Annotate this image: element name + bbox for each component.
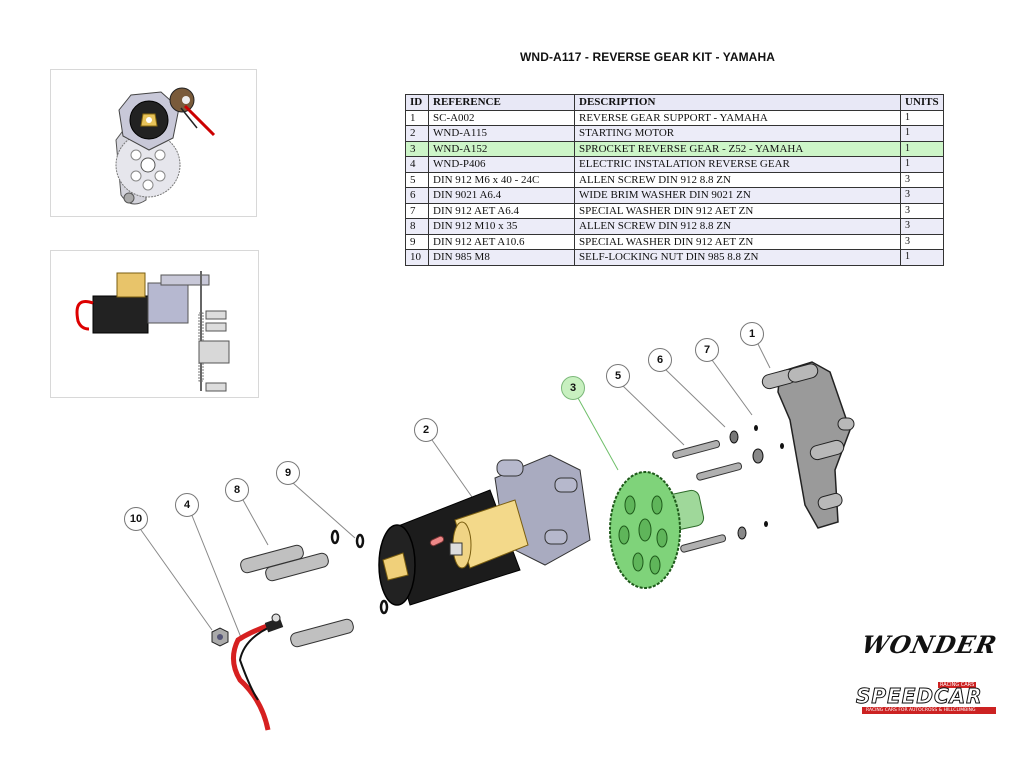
balloon-4: 4 — [175, 493, 199, 517]
cell-description: SELF-LOCKING NUT DIN 985 8.8 ZN — [574, 249, 901, 266]
cell-units: 3 — [900, 187, 944, 204]
balloon-1: 1 — [740, 322, 764, 346]
balloon-3: 3 — [561, 376, 585, 400]
cell-units: 3 — [900, 218, 944, 235]
cell-reference: DIN 912 M10 x 35 — [428, 218, 575, 235]
leader-lines — [140, 343, 771, 641]
cell-units: 1 — [900, 140, 944, 157]
cell-description: WIDE BRIM WASHER DIN 9021 ZN — [574, 187, 901, 204]
part-reverse-gear-support — [761, 361, 855, 529]
cell-id: 10 — [405, 249, 429, 266]
header-description: DESCRIPTION — [574, 94, 901, 111]
cell-id: 6 — [405, 187, 429, 204]
cell-reference: DIN 912 AET A6.4 — [428, 202, 575, 219]
part-special-washers-m10 — [330, 529, 389, 615]
balloon-7: 7 — [695, 338, 719, 362]
cell-description: STARTING MOTOR — [574, 125, 901, 142]
side-view-drawing — [75, 271, 230, 392]
cell-reference: SC-A002 — [428, 109, 575, 126]
cell-reference: DIN 912 AET A10.6 — [428, 233, 575, 250]
part-sprocket-z52 — [609, 471, 705, 589]
balloon-5: 5 — [606, 364, 630, 388]
cell-reference: WND-P406 — [428, 156, 575, 173]
cell-reference: DIN 985 M8 — [428, 249, 575, 266]
part-electric-installation — [231, 613, 284, 731]
front-view-drawing — [115, 87, 216, 205]
balloon-6: 6 — [648, 348, 672, 372]
thumbnail-side-view — [50, 250, 259, 398]
cell-description: SPECIAL WASHER DIN 912 AET ZN — [574, 202, 901, 219]
header-reference: REFERENCE — [428, 94, 575, 111]
cell-id: 8 — [405, 218, 429, 235]
speedcar-strapline: RACING CARS FOR AUTOCROSS & HILLCLIMBING — [862, 707, 996, 714]
balloon-10: 10 — [124, 507, 148, 531]
cell-description: SPROCKET REVERSE GEAR - Z52 - YAMAHA — [574, 140, 901, 157]
thumbnail-front-view — [50, 69, 257, 217]
cell-reference: WND-A115 — [428, 125, 575, 142]
part-allen-screws-m10 — [240, 544, 354, 648]
part-starting-motor — [378, 454, 591, 606]
page-title: WND-A117 - REVERSE GEAR KIT - YAMAHA — [520, 50, 775, 64]
balloon-8: 8 — [225, 478, 249, 502]
cell-id: 9 — [405, 233, 429, 250]
speedcar-tag: RACING CARS — [938, 682, 977, 688]
cell-reference: DIN 912 M6 x 40 - 24C — [428, 171, 575, 188]
speedcar-wordmark: SPEEDCAR — [856, 684, 983, 709]
cell-units: 1 — [900, 249, 944, 266]
wonder-logo: WONDER — [858, 630, 1000, 659]
header-units: UNITS — [900, 94, 944, 111]
part-self-locking-nut — [211, 627, 229, 647]
cell-reference: WND-A152 — [428, 140, 575, 157]
part-allen-screws-m6 — [672, 440, 743, 553]
part-washers — [729, 425, 784, 540]
table-header-row: ID REFERENCE DESCRIPTION UNITS — [405, 94, 944, 111]
speedcar-logo: RACING CARS SPEEDCAR RACING CARS FOR AUT… — [838, 682, 998, 722]
cell-id: 5 — [405, 171, 429, 188]
cell-units: 1 — [900, 125, 944, 142]
balloon-9: 9 — [276, 461, 300, 485]
balloon-2: 2 — [414, 418, 438, 442]
cell-units: 1 — [900, 109, 944, 126]
header-id: ID — [405, 94, 429, 111]
